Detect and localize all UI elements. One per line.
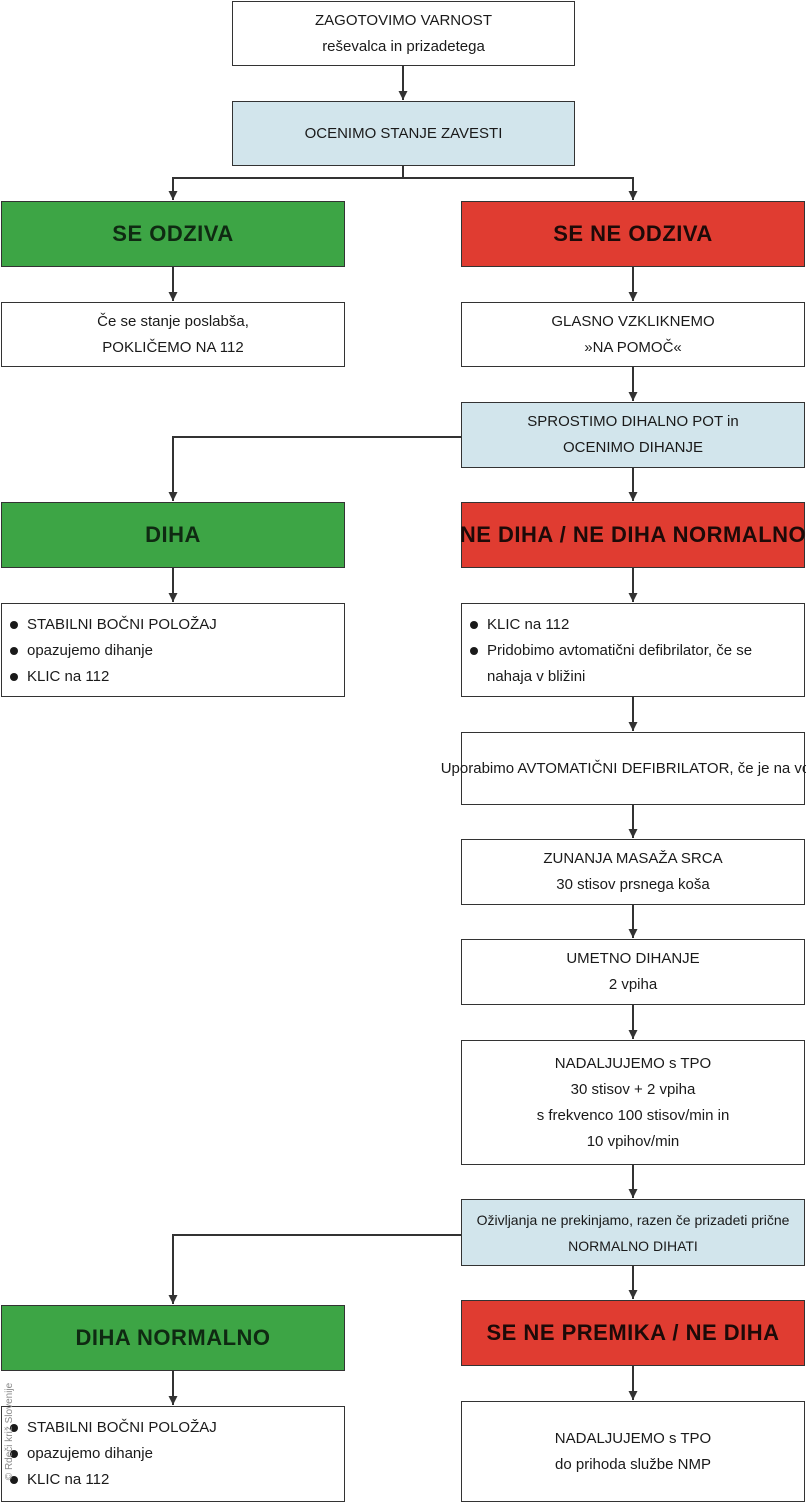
chest-compressions-box: ZUNANJA MASAŽA SRCA 30 stisov prsnega ko…: [461, 839, 805, 905]
list-item-text: STABILNI BOČNI POLOŽAJ: [27, 616, 217, 633]
not-responds-label: SE NE ODZIVA: [553, 221, 713, 246]
ensure-safety-line2: reševalca in prizadetega: [322, 37, 485, 55]
open-airway-line1: SPROSTIMO DIHALNO POT in: [527, 413, 739, 430]
arrow-to-responds: [168, 177, 403, 200]
dont-interrupt-box: Oživljanja ne prekinjamo, razen če priza…: [461, 1199, 805, 1266]
responds-label: SE ODZIVA: [112, 221, 234, 246]
list-item-text: Pridobimo avtomatični defibrilator, če s…: [487, 642, 753, 685]
not-breathing-label: NE DIHA / NE DIHA NORMALNO: [459, 522, 806, 547]
not-breathing-box: NE DIHA / NE DIHA NORMALNO: [459, 502, 806, 568]
list-item: STABILNI BOČNI POLOŽAJ: [10, 1415, 217, 1441]
list-item-text: opazujemo dihanje: [27, 1445, 153, 1462]
not-responds-box: SE NE ODZIVA: [461, 201, 805, 267]
copyright-credit: © Rdeči križ Slovenije: [0, 1360, 20, 1503]
use-aed-box: Uporabimo AVTOMATIČNI DEFIBRILATOR, če j…: [441, 732, 806, 805]
use-aed-label: Uporabimo AVTOMATIČNI DEFIBRILATOR, če j…: [440, 759, 806, 777]
bullet-icon: [470, 621, 478, 629]
breathing-normally-box: DIHA NORMALNO: [1, 1305, 345, 1371]
continue-cpr-line1: NADALJUJEMO s TPO: [554, 1054, 712, 1072]
continue-until-box: NADALJUJEMO s TPO do prihoda službe NMP: [461, 1401, 805, 1502]
list-item: KLIC na 112: [10, 1467, 109, 1493]
list-item-text: opazujemo dihanje: [27, 642, 153, 659]
continue-cpr-box: NADALJUJEMO s TPO 30 stisov + 2 vpiha s …: [461, 1040, 805, 1165]
chest-compressions-line1: ZUNANJA MASAŽA SRCA: [543, 850, 723, 867]
breathing-box: DIHA: [1, 502, 345, 568]
list-item-text: KLIC na 112: [487, 616, 570, 633]
arrow-airway-to-breathing: [168, 436, 461, 501]
dont-interrupt-line2: NORMALNO DIHATI: [568, 1237, 698, 1254]
list-item-text: STABILNI BOČNI POLOŽAJ: [27, 1419, 217, 1436]
copyright-credit-text: © Rdeči križ Slovenije: [4, 1382, 16, 1481]
ensure-safety-box: ZAGOTOVIMO VARNOST reševalca in prizadet…: [232, 1, 575, 66]
list-item-text: KLIC na 112: [27, 1471, 110, 1488]
dont-interrupt-line1: Oživljanja ne prekinjamo, razen če priza…: [476, 1211, 790, 1228]
normal-actions-box: STABILNI BOČNI POLOŽAJ opazujemo dihanje…: [1, 1406, 345, 1502]
ensure-safety-line1: ZAGOTOVIMO VARNOST: [315, 11, 492, 29]
rescue-breaths-box: UMETNO DIHANJE 2 vpiha: [461, 939, 805, 1005]
assess-consciousness-box: OCENIMO STANJE ZAVESTI: [232, 101, 575, 166]
chest-compressions-line2: 30 stisov prsnega koša: [556, 876, 710, 893]
list-item-text: KLIC na 112: [27, 668, 110, 685]
arrow-to-not-responds: [403, 177, 638, 200]
list-item: KLIC na 112: [10, 664, 109, 690]
list-item: KLIC na 112: [470, 612, 569, 638]
if-worse-line2: POKLIČEMO NA 112: [102, 338, 244, 356]
continue-cpr-line3: s frekvenco 100 stisov/min in: [536, 1106, 730, 1124]
open-airway-line2: OCENIMO DIHANJE: [562, 439, 703, 456]
shout-line2: »NA POMOČ«: [584, 338, 682, 356]
bullet-icon: [10, 673, 18, 681]
not-moving-box: SE NE PREMIKA / NE DIHA: [461, 1300, 805, 1366]
if-worse-line1: Če se stanje poslabša,: [97, 312, 249, 330]
shout-box: GLASNO VZKLIKNEMO »NA POMOČ«: [461, 302, 805, 367]
list-item: Pridobimo avtomatični defibrilator, če s…: [470, 638, 796, 690]
arrow-to-breathing-normally: [168, 1234, 461, 1304]
rescue-breaths-line2: 2 vpiha: [608, 976, 658, 993]
bullet-icon: [10, 1424, 18, 1432]
bullet-icon: [10, 1450, 18, 1458]
breathing-label: DIHA: [145, 522, 201, 547]
responds-box: SE ODZIVA: [1, 201, 345, 267]
call-actions-box: KLIC na 112 Pridobimo avtomatični defibr…: [461, 603, 805, 697]
open-airway-box: SPROSTIMO DIHALNO POT in OCENIMO DIHANJE: [461, 402, 805, 468]
continue-cpr-line4: 10 vpihov/min: [586, 1132, 680, 1150]
continue-until-line1: NADALJUJEMO s TPO: [554, 1429, 712, 1447]
shout-line1: GLASNO VZKLIKNEMO: [551, 312, 715, 330]
breathing-normally-label: DIHA NORMALNO: [75, 1325, 271, 1350]
assess-consciousness-label: OCENIMO STANJE ZAVESTI: [304, 124, 503, 142]
bullet-icon: [10, 647, 18, 655]
continue-until-line2: do prihoda službe NMP: [555, 1455, 711, 1473]
bullet-icon: [10, 621, 18, 629]
bullet-icon: [10, 1476, 18, 1484]
list-item: opazujemo dihanje: [10, 638, 153, 664]
rescue-breaths-line1: UMETNO DIHANJE: [566, 950, 700, 967]
not-moving-label: SE NE PREMIKA / NE DIHA: [486, 1320, 780, 1345]
list-item: STABILNI BOČNI POLOŽAJ: [10, 612, 217, 638]
if-worse-box: Če se stanje poslabša, POKLIČEMO NA 112: [1, 302, 345, 367]
list-item: opazujemo dihanje: [10, 1441, 153, 1467]
bullet-icon: [470, 647, 478, 655]
continue-cpr-line2: 30 stisov + 2 vpiha: [570, 1080, 696, 1098]
breathing-actions-box: STABILNI BOČNI POLOŽAJ opazujemo dihanje…: [1, 603, 345, 697]
